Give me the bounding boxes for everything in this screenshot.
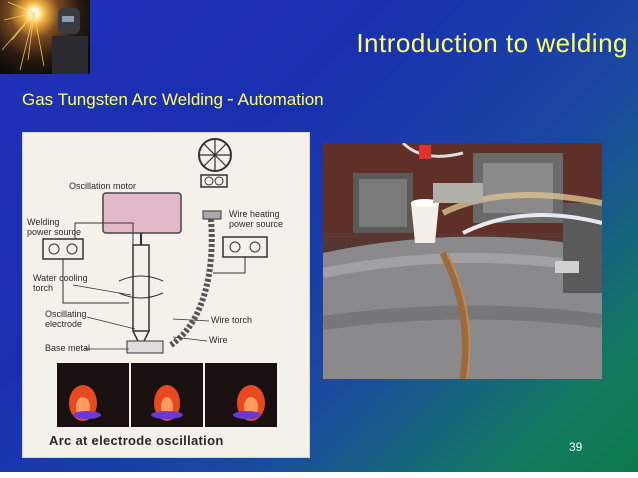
arc-photo-right: [205, 363, 277, 427]
diagram-caption: Arc at electrode oscillation: [49, 433, 224, 448]
arc-photo-center: [131, 363, 203, 427]
subtitle-dash: -: [226, 88, 234, 110]
label-oscillating-electrode-line2: electrode: [45, 319, 83, 329]
label-welding-power-source-line2: power source: [27, 227, 82, 237]
slide-title: Introduction to welding: [356, 28, 628, 58]
label-oscillation-motor: Oscillation motor: [69, 181, 137, 191]
label-wire-heating-line2: power source: [229, 219, 284, 229]
subtitle-process: Gas Tungsten Arc Welding: [22, 90, 223, 109]
label-welding-power-source-line1: Welding: [27, 217, 60, 227]
automated-welding-photo: [323, 143, 602, 379]
arc-photo-left: [57, 363, 129, 427]
slide-subtitle: Gas Tungsten Arc Welding-Automation: [22, 88, 324, 111]
label-base-metal: Base metal: [45, 343, 91, 353]
label-wire: Wire: [209, 335, 228, 345]
subtitle-topic: Automation: [237, 90, 324, 109]
welder-photo: [0, 0, 90, 74]
diagram-drawing: [42, 138, 268, 354]
label-wire-torch: Wire torch: [211, 315, 253, 325]
label-water-cooling-line2: torch: [33, 283, 54, 293]
page-number: 39: [569, 440, 583, 454]
label-oscillating-electrode-line1: Oscillating: [45, 309, 87, 319]
label-water-cooling-line1: Water cooling: [33, 273, 88, 283]
label-wire-heating-line1: Wire heating: [229, 209, 280, 219]
gtaw-automation-diagram: Oscillation motor Welding power source W…: [22, 132, 310, 458]
